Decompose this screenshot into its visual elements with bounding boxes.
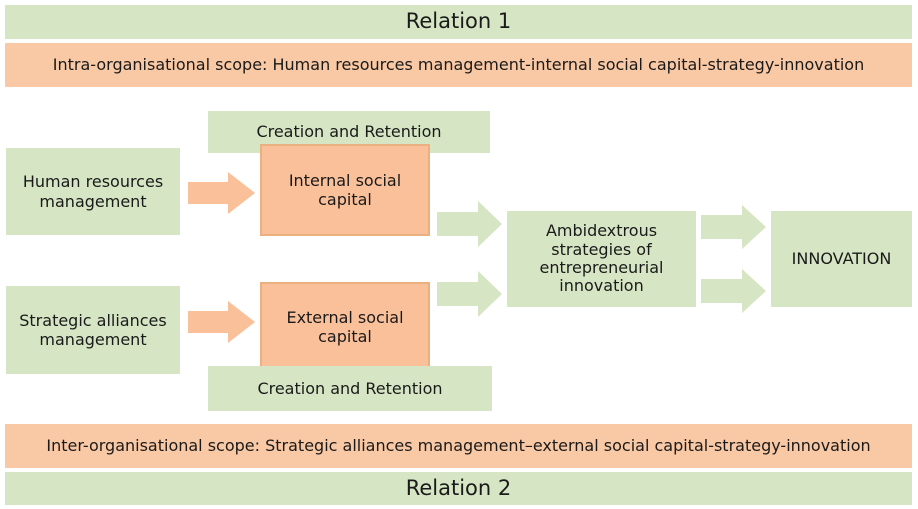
relation2-title: Relation 2 <box>5 472 912 505</box>
relation1-title-text: Relation 1 <box>405 9 512 34</box>
arrow-hrm-to-internal <box>188 172 255 214</box>
hrm-line2: management <box>39 191 147 211</box>
isc-line2: capital <box>318 190 372 209</box>
ambidextrous-strategies: Ambidextrous strategies of entrepreneuri… <box>507 211 696 307</box>
sam-line1: Strategic alliances <box>19 310 167 330</box>
amb-line1: Ambidextrous <box>545 221 658 241</box>
creation-retention-top-text: Creation and Retention <box>256 122 442 142</box>
external-social-capital: External social capital <box>260 282 430 372</box>
arrow-external-to-ambidextrous <box>437 271 502 317</box>
relation2-scope-text: Inter-organisational scope: Strategic al… <box>46 436 871 456</box>
relation1-title: Relation 1 <box>5 5 912 39</box>
arrow-ambidextrous-to-innovation-lower <box>701 269 766 313</box>
sam-line2: management <box>39 330 147 349</box>
innovation: INNOVATION <box>771 211 912 307</box>
amb-line3: entrepreneurial <box>539 258 664 277</box>
relation2-title-text: Relation 2 <box>405 475 512 500</box>
amb-line2: strategies of <box>551 239 652 259</box>
innovation-text: INNOVATION <box>791 249 892 269</box>
relation2-scope: Inter-organisational scope: Strategic al… <box>5 424 912 468</box>
creation-retention-bottom-text: Creation and Retention <box>257 378 443 398</box>
arrow-ambidextrous-to-innovation-upper <box>701 205 766 249</box>
relation1-scope: Intra-organisational scope: Human resour… <box>5 43 912 87</box>
isc-line1: Internal social <box>288 170 402 190</box>
creation-retention-bottom: Creation and Retention <box>208 366 492 411</box>
arrow-internal-to-ambidextrous <box>437 201 502 247</box>
esc-line2: capital <box>318 327 372 346</box>
human-resources-management: Human resources management <box>6 148 180 235</box>
arrow-sam-to-external <box>188 301 255 343</box>
amb-line4: innovation <box>559 276 644 296</box>
strategic-alliances-management: Strategic alliances management <box>6 286 180 374</box>
hrm-line1: Human resources <box>22 172 164 192</box>
internal-social-capital: Internal social capital <box>260 144 430 236</box>
esc-line1: External social <box>286 307 404 327</box>
relation1-scope-text: Intra-organisational scope: Human resour… <box>52 55 865 75</box>
